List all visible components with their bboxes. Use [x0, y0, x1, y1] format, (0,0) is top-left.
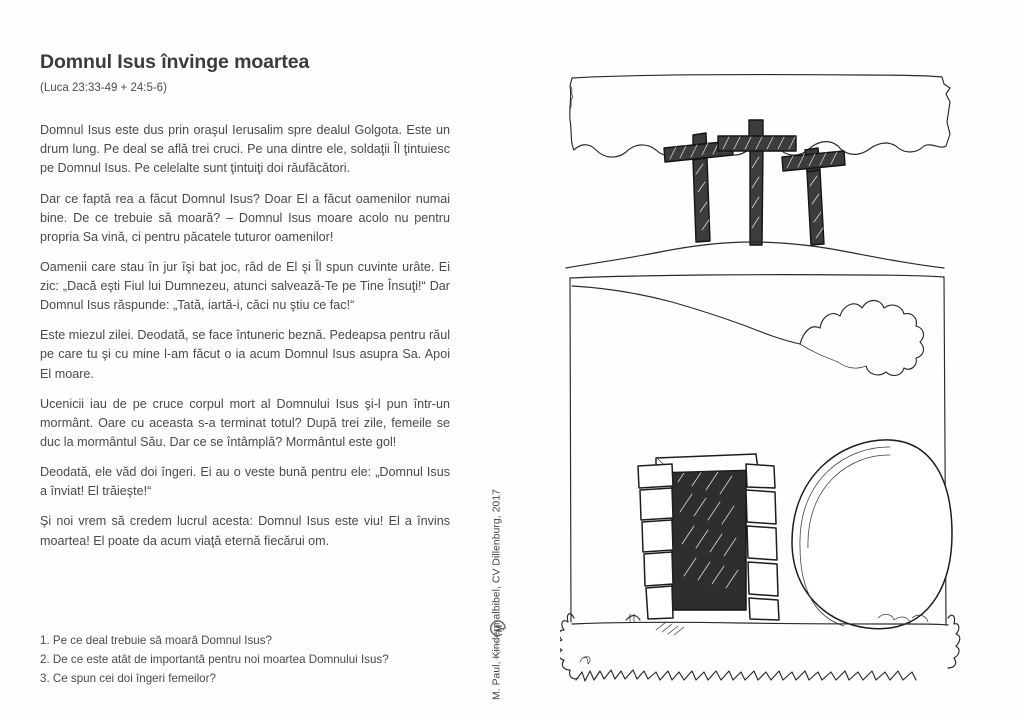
- body-paragraph: Este miezul zilei. Deodată, se face întu…: [40, 328, 450, 381]
- body-paragraph: Deodată, ele văd doi îngeri. Ei au o ves…: [40, 465, 450, 499]
- bush: [799, 299, 925, 377]
- rolled-stone: [791, 439, 953, 630]
- credit-text: M. Paul, Kindermalbibel, CV Dillenburg, …: [491, 488, 503, 701]
- cross-center: [717, 119, 797, 246]
- credit-strip: M. Paul, Kindermalbibel, CV Dillenburg, …: [486, 352, 508, 700]
- publisher-logo-icon: M: [486, 606, 508, 652]
- body-paragraph: Oamenii care stau în jur îşi bat joc, râ…: [40, 259, 450, 313]
- cross-right: [781, 147, 846, 246]
- cloud-panel: [569, 74, 951, 158]
- hill: [565, 241, 945, 269]
- publisher-logo-subtext: Orientierung M: [495, 636, 499, 660]
- question-item: 2. De ce este atât de importantă pentru …: [40, 652, 389, 666]
- foreground-slope: [571, 285, 801, 345]
- question-item: 1. Pe ce deal trebuie să moară Domnul Is…: [40, 634, 272, 647]
- cross-left: [663, 132, 734, 243]
- body-paragraph: Ucenicii iau de pe cruce corpul mort al …: [40, 396, 450, 450]
- ground-line: [571, 614, 949, 626]
- grass-border: [560, 613, 961, 682]
- page-title: Domnul Isus învinge moartea: [40, 51, 310, 73]
- tomb-entrance: [625, 453, 780, 636]
- body-paragraph: Dar ce faptă rea a făcut Domnul Isus? Do…: [40, 191, 450, 244]
- illustration: [560, 62, 970, 708]
- scripture-reference: (Luca 23:33-49 + 24:5-6): [40, 82, 167, 95]
- svg-text:M: M: [494, 625, 504, 633]
- questions-block: 1. Pe ce deal trebuie să moară Domnul Is…: [40, 632, 470, 688]
- question-item: 3. Ce spun cei doi îngeri femeilor?: [40, 671, 216, 685]
- body-paragraph: Şi noi vrem să credem lucrul acesta: Dom…: [40, 514, 450, 548]
- body-paragraph: Domnul Isus este dus prin oraşul Ierusal…: [40, 123, 450, 176]
- text-column: Domnul Isus învinge moartea (Luca 23:33-…: [40, 51, 450, 551]
